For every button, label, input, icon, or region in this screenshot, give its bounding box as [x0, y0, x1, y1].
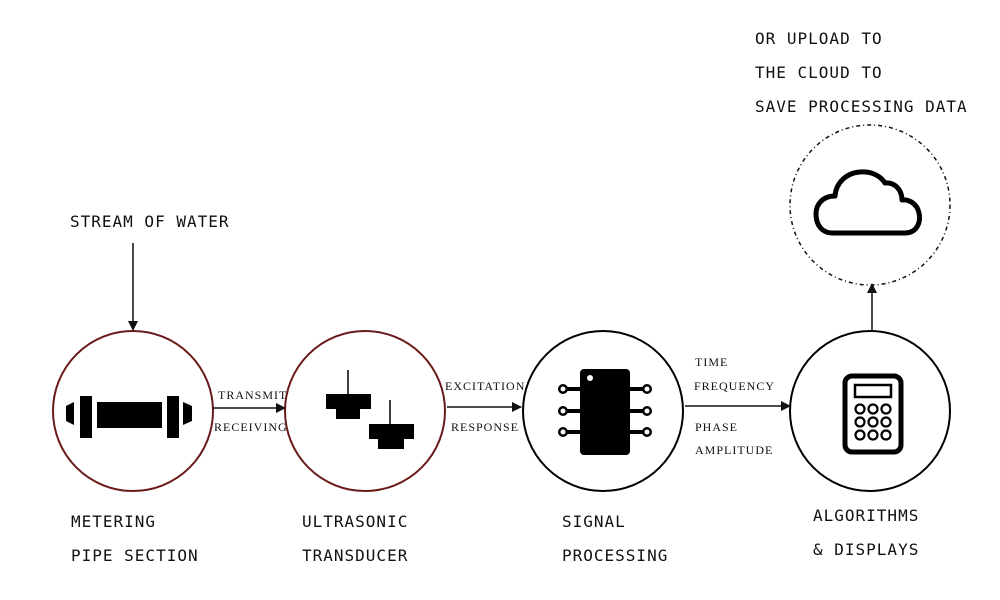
link-1-top-label: TRANSMIT	[218, 388, 288, 402]
stage-4-label-line-2: & DISPLAYS	[813, 540, 920, 559]
stage-circle-signal	[522, 330, 684, 492]
link-2-top-label: EXCITATION	[445, 379, 526, 393]
link-3-bottom-label-1: PHASE	[695, 420, 739, 434]
transducer-icon	[326, 370, 414, 449]
cloud-circle	[789, 124, 951, 286]
cloud-icon	[813, 169, 922, 236]
chip-icon	[558, 369, 652, 455]
stage-4-label-line-1: ALGORITHMS	[813, 506, 920, 525]
link-2-bottom-label: RESPONSE	[451, 420, 520, 434]
cloud-note-line-2: THE CLOUD TO	[755, 63, 883, 82]
stage-3-label-line-1: SIGNAL	[562, 512, 626, 531]
stage-2-label-line-2: TRANSDUCER	[302, 546, 409, 565]
cloud-note-line-1: OR UPLOAD TO	[755, 29, 883, 48]
calculator-icon	[842, 373, 904, 455]
stage-circle-metering	[52, 330, 214, 492]
stage-1-label-line-1: METERING	[71, 512, 157, 531]
link-3-top-label-2: FREQUENCY	[694, 379, 776, 393]
stage-circle-transducer	[284, 330, 446, 492]
stage-1-label-line-2: PIPE SECTION	[71, 546, 199, 565]
pipe-icon	[66, 396, 192, 438]
link-1-bottom-label: RECEIVING	[214, 420, 288, 434]
input-label: STREAM OF WATER	[70, 212, 230, 231]
cloud-note-line-3: SAVE PROCESSING DATA	[755, 97, 968, 116]
stage-3-label-line-2: PROCESSING	[562, 546, 669, 565]
link-3-bottom-label-2: AMPLITUDE	[695, 443, 774, 457]
stage-2-label-line-1: ULTRASONIC	[302, 512, 409, 531]
stage-circle-algorithms	[789, 330, 951, 492]
link-3-top-label-1: TIME	[695, 355, 729, 369]
